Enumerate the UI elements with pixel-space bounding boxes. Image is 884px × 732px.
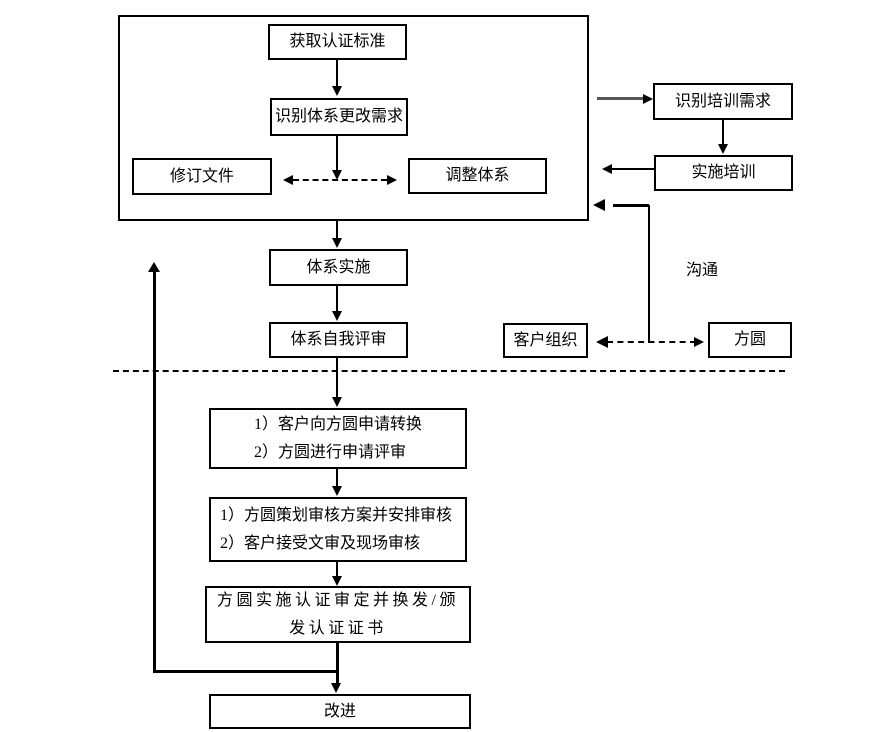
node-certification-decision-line1: 方圆实施认证审定并换发/颁 <box>217 592 459 610</box>
node-obtain-standard: 获取认证标准 <box>268 24 407 60</box>
arrow-revise-adjust-dashed-line <box>293 179 387 181</box>
node-improvement: 改进 <box>209 694 471 729</box>
node-audit-plan: 1）方圆策划审核方案并安排审核 2）客户接受文审及现场审核 <box>209 497 467 562</box>
arrow-group-to-implementation-line <box>336 219 338 239</box>
node-customer-organization: 客户组织 <box>503 323 588 358</box>
node-apply-conversion: 1）客户向方圆申请转换 2）方圆进行申请评审 <box>209 408 467 469</box>
arrow-group-to-training-head-icon <box>643 94 653 104</box>
arrow-revise-adjust-right-head-icon <box>387 175 397 185</box>
node-adjust-system-label: 调整体系 <box>445 167 510 185</box>
outer-group-box <box>118 15 589 221</box>
arrow-review-to-apply-head-icon <box>332 397 342 407</box>
node-identify-training-needs-label: 识别培训需求 <box>674 92 771 110</box>
feedback-loop-vertical-line <box>153 271 156 672</box>
node-identify-change-needs: 识别体系更改需求 <box>270 98 408 136</box>
node-certification-decision: 方圆实施认证审定并换发/颁 发认证证书 <box>205 586 471 643</box>
arrow-apply-to-audit-head-icon <box>332 486 342 496</box>
node-improvement-label: 改进 <box>323 702 356 720</box>
arrow-obtain-to-change-line <box>336 60 338 88</box>
node-identify-training-needs: 识别培训需求 <box>653 83 793 120</box>
arrow-review-to-apply-line <box>336 358 338 398</box>
arrow-revise-adjust-left-head-icon <box>283 175 293 185</box>
feedback-loop-horizontal-line <box>153 670 338 673</box>
node-revise-documents: 修订文件 <box>132 158 272 195</box>
arrow-implementation-to-review-line <box>336 286 338 312</box>
arrow-group-to-training-line <box>597 97 645 100</box>
node-implement-training-label: 实施培训 <box>691 164 756 182</box>
communication-riser-horizontal-line <box>613 204 649 207</box>
node-customer-organization-label: 客户组织 <box>513 331 578 349</box>
node-apply-conversion-line1: 1）客户向方圆申请转换 <box>253 415 422 433</box>
node-audit-plan-line2: 2）客户接受文审及现场审核 <box>220 534 421 552</box>
arrow-apply-to-audit-line <box>336 469 338 487</box>
node-system-implementation-label: 体系实施 <box>306 258 371 276</box>
arrow-obtain-to-change-head-icon <box>332 86 342 96</box>
node-fangyuan-label: 方圆 <box>733 331 766 349</box>
node-obtain-standard-label: 获取认证标准 <box>289 33 386 51</box>
arrow-training-need-to-impl-head-icon <box>718 144 728 154</box>
node-system-implementation: 体系实施 <box>269 249 408 286</box>
node-apply-conversion-line2: 2）方圆进行申请评审 <box>253 443 406 461</box>
arrow-certification-to-improvement-head-icon <box>331 683 341 693</box>
node-audit-plan-line1: 1）方圆策划审核方案并安排审核 <box>220 506 453 524</box>
arrow-audit-to-certification-head-icon <box>332 576 342 586</box>
arrow-training-to-group-head-icon <box>602 164 612 174</box>
node-adjust-system: 调整体系 <box>408 158 547 194</box>
arrow-customer-fangyuan-dashed-line <box>607 341 696 343</box>
node-fangyuan: 方圆 <box>708 322 792 358</box>
node-system-self-review: 体系自我评审 <box>269 322 408 358</box>
node-implement-training: 实施培训 <box>654 155 793 191</box>
arrow-implementation-to-review-head-icon <box>332 311 342 321</box>
communication-riser-vertical-line <box>648 205 650 343</box>
arrow-group-to-implementation-head-icon <box>332 238 342 248</box>
separator-dashed-line <box>113 370 785 372</box>
communication-riser-head-icon <box>593 199 605 211</box>
arrow-customer-fangyuan-left-head-icon <box>596 336 608 348</box>
node-revise-documents-label: 修订文件 <box>169 167 234 185</box>
node-certification-decision-line2: 发认证证书 <box>289 619 387 637</box>
arrow-certification-to-improvement-line <box>336 643 339 684</box>
feedback-loop-up-head-icon <box>148 262 160 272</box>
arrow-customer-fangyuan-right-head-icon <box>694 337 704 347</box>
arrow-change-to-split-line <box>336 136 338 172</box>
arrow-training-to-group-line <box>612 168 654 170</box>
node-system-self-review-label: 体系自我评审 <box>290 331 387 349</box>
arrow-audit-to-certification-line <box>336 562 338 577</box>
node-identify-change-needs-label: 识别体系更改需求 <box>274 108 403 126</box>
arrow-change-to-split-head-icon <box>332 170 342 180</box>
arrow-training-need-to-impl-line <box>722 120 724 145</box>
communication-label: 沟通 <box>686 262 719 279</box>
